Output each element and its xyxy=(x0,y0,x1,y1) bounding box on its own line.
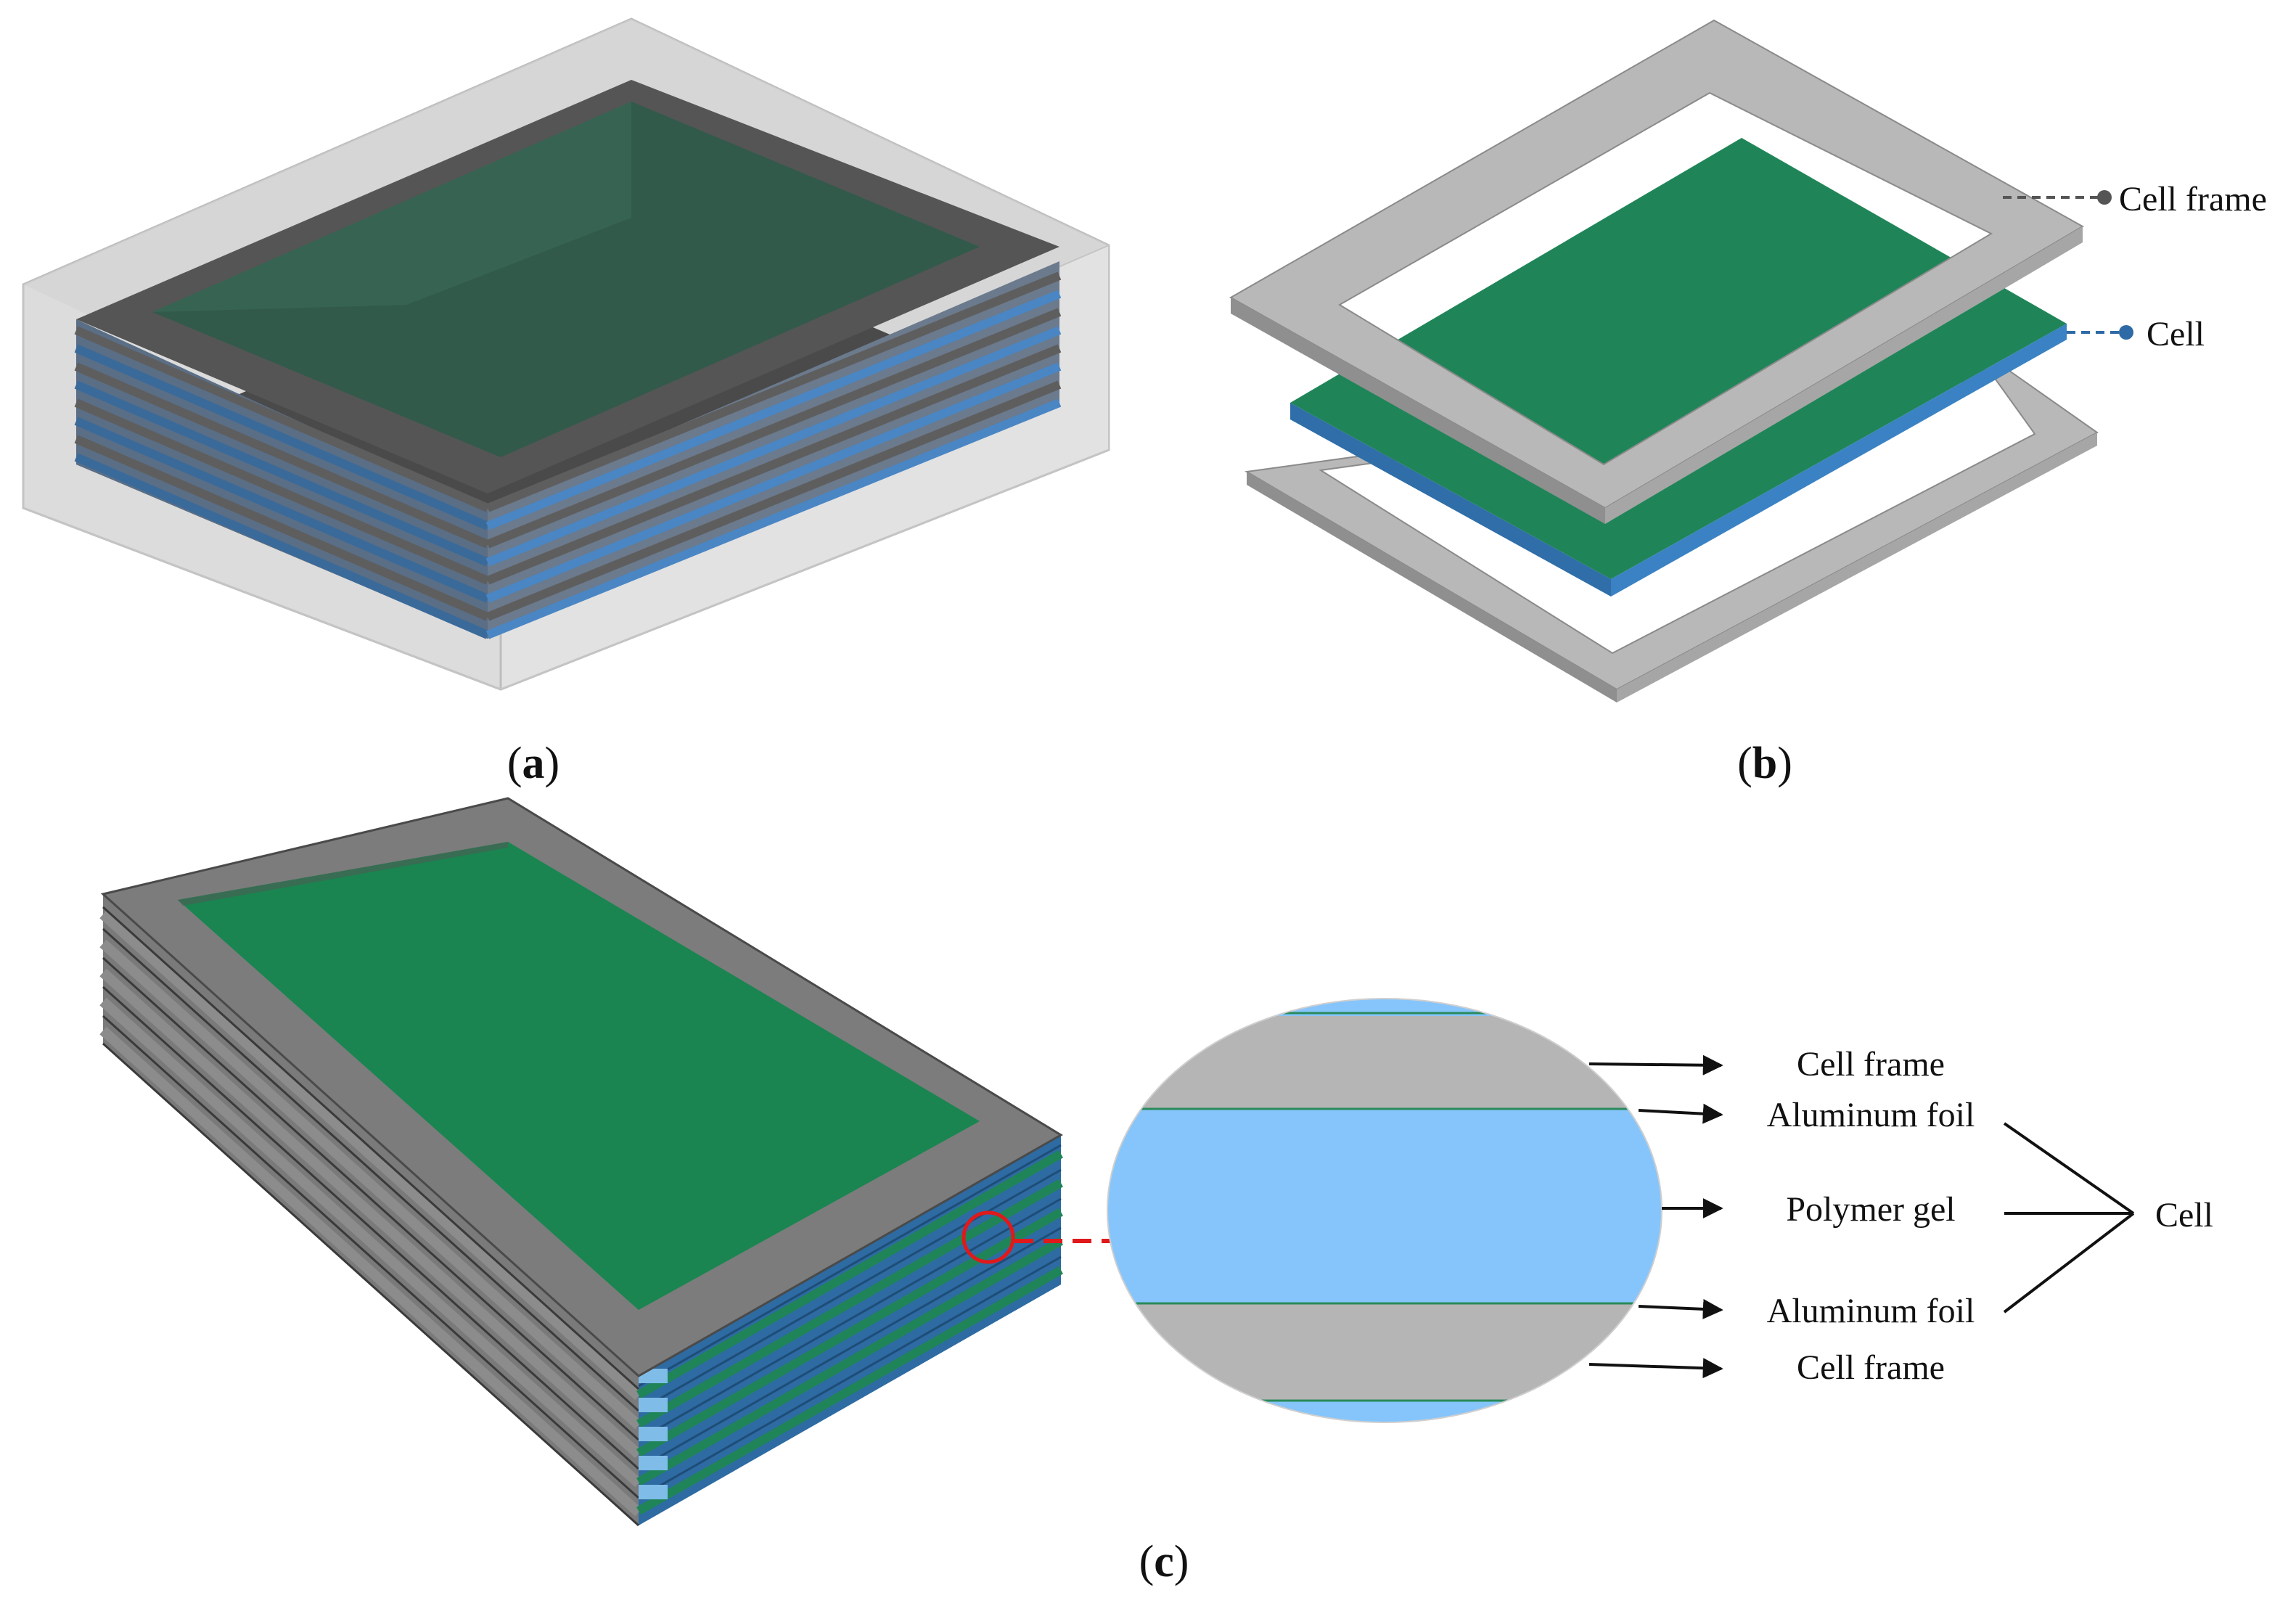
label-cell-frame-top: Cell frame xyxy=(1797,1045,1945,1083)
enclosure-edges xyxy=(22,284,1110,691)
callout-cell-frame-b: Cell frame xyxy=(2003,180,2267,218)
panel-a: (a) xyxy=(22,17,1110,788)
label-aluminum-foil-bottom: Aluminum foil xyxy=(1767,1292,1975,1330)
label-aluminum-foil-top: Aluminum foil xyxy=(1767,1096,1975,1134)
panel-label-a: (a) xyxy=(507,739,559,788)
panel-c: Cell frame Aluminum foil Polymer gel Alu… xyxy=(99,797,2213,1586)
callout-labels-c: Cell frame Aluminum foil Polymer gel Alu… xyxy=(1767,1045,1975,1387)
callout-arrows-c xyxy=(1588,1054,1723,1379)
cell-b xyxy=(1290,138,2067,597)
panel-label-c: (c) xyxy=(1139,1537,1189,1586)
panel-b: Cell frame Cell (b) xyxy=(1229,19,2267,788)
panel-label-b: (b) xyxy=(1737,739,1792,788)
cell-bracket xyxy=(2003,1122,2135,1314)
label-cell-c: Cell xyxy=(2155,1196,2213,1234)
label-cell-frame-bottom: Cell frame xyxy=(1797,1348,1945,1387)
label-cell-b: Cell xyxy=(2147,315,2205,353)
cell-frame-top-b xyxy=(1229,19,2085,524)
cell-stack-a xyxy=(74,80,1062,639)
cell-stack-c xyxy=(99,797,1063,1527)
label-polymer-gel: Polymer gel xyxy=(1786,1190,1955,1229)
callout-cell-b: Cell xyxy=(2067,315,2205,353)
zoom-cross-section xyxy=(1107,998,1662,1423)
label-cell-frame-b: Cell frame xyxy=(2119,180,2267,218)
